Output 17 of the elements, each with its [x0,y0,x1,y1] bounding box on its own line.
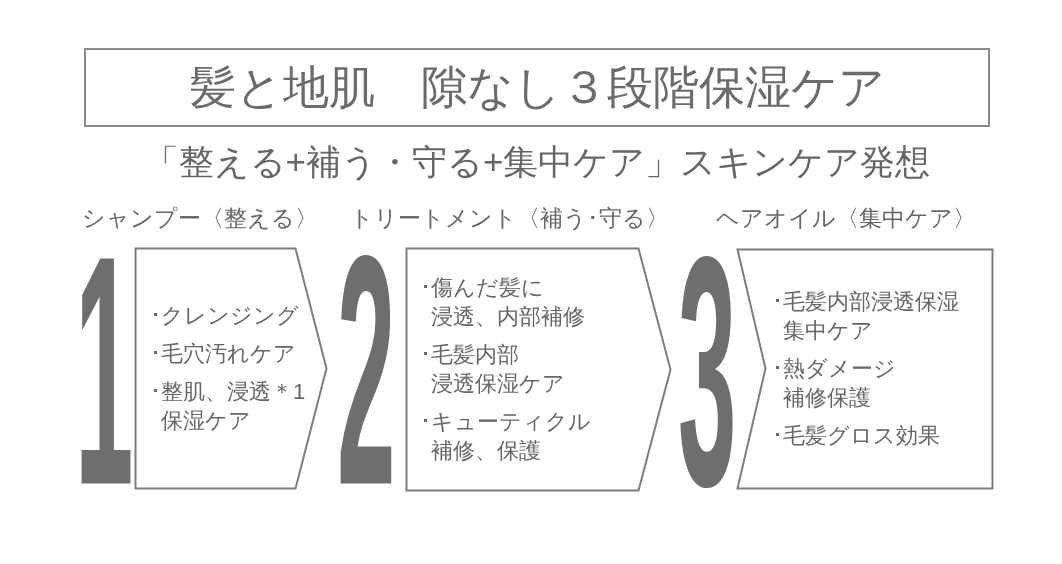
bullet-item: ･毛髪内部浸透保湿集中ケア [772,288,959,345]
step-heading: シャンプー〈整える〉 [82,204,318,233]
step-heading: トリートメント〈補う･守る〉 [350,204,669,233]
bullet-item: ･傷んだ髪に浸透、内部補修 [420,274,585,331]
bullet-item: ･整肌、浸透＊1保湿ケア [150,378,306,435]
bullet-item: ･キューティクル補修、保護 [420,408,591,465]
bullet-item: ･熱ダメージ補修保護 [772,355,896,412]
bullet-item: ･クレンジング [150,302,299,330]
title-box: 髪と地肌 隙なし３段階保湿ケア [84,48,990,127]
step-number: 1 [75,248,134,490]
step-heading: ヘアオイル〈集中ケア〉 [716,204,976,233]
bullet-item: ･毛穴汚れケア [150,340,296,368]
step-number: 3 [678,249,737,491]
bullet-item: ･毛髪グロス効果 [772,422,940,450]
step-number: 2 [337,248,396,490]
bullet-item: ･毛髪内部浸透保湿ケア [420,341,565,398]
subtitle: 「整える+補う・守る+集中ケア」スキンケア発想 [143,141,931,183]
